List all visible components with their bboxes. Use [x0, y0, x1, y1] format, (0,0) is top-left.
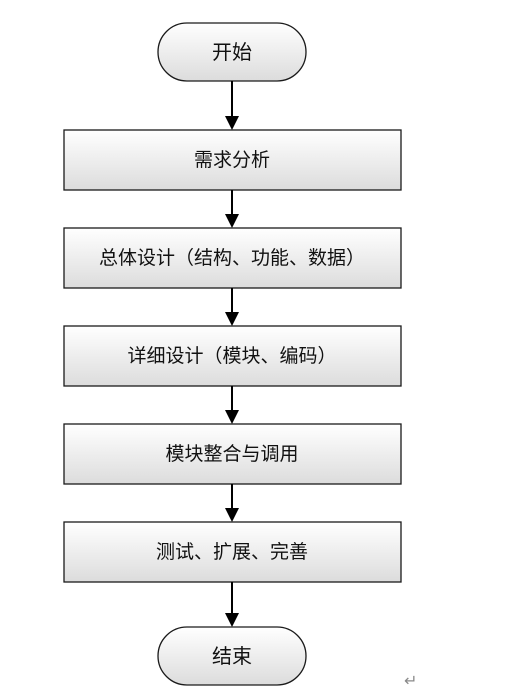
start-label: 开始 — [212, 40, 252, 64]
step-label: 详细设计（模块、编码） — [127, 345, 336, 367]
arrow-step-4-to-step-5 — [225, 484, 239, 522]
arrow-step-5-to-end — [225, 582, 239, 627]
paragraph-mark: ↵ — [404, 671, 417, 690]
end-node: 结束 — [157, 626, 307, 686]
arrow-step-1-to-step-2 — [225, 190, 239, 228]
step-requirements-analysis: 需求分析 — [63, 129, 402, 191]
step-overall-design: 总体设计（结构、功能、数据） — [63, 227, 402, 289]
arrow-start-to-step-1 — [225, 81, 239, 130]
step-detailed-design: 详细设计（模块、编码） — [63, 325, 402, 387]
step-testing-extension: 测试、扩展、完善 — [63, 521, 402, 583]
step-label: 需求分析 — [194, 149, 270, 171]
step-label: 总体设计（结构、功能、数据） — [99, 247, 365, 269]
arrow-step-3-to-step-4 — [225, 386, 239, 424]
start-node: 开始 — [157, 22, 307, 82]
step-label: 测试、扩展、完善 — [156, 541, 308, 563]
arrow-step-2-to-step-3 — [225, 288, 239, 326]
end-label: 结束 — [212, 644, 252, 668]
step-label: 模块整合与调用 — [165, 443, 298, 465]
step-module-integration: 模块整合与调用 — [63, 423, 402, 485]
